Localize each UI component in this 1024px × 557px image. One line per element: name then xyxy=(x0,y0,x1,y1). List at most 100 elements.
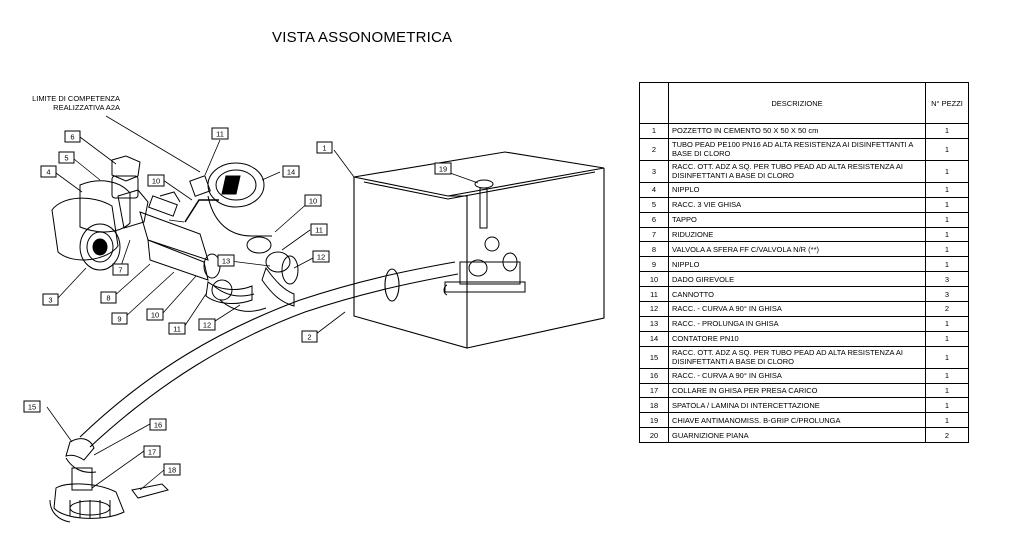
row-number: 3 xyxy=(639,159,669,183)
svg-text:14: 14 xyxy=(287,168,295,177)
row-number: 16 xyxy=(639,367,669,384)
page-title: VISTA ASSONOMETRICA xyxy=(272,29,453,46)
row-description: TAPPO xyxy=(668,211,926,228)
row-number: 7 xyxy=(639,226,669,243)
callout-9: 9 xyxy=(111,312,128,325)
row-quantity: 2 xyxy=(925,427,969,444)
row-number: 14 xyxy=(639,330,669,347)
row-number: 1 xyxy=(639,123,669,139)
col-header-description: DESCRIZIONE xyxy=(668,82,926,124)
row-quantity: 1 xyxy=(925,159,969,183)
leader-lines xyxy=(46,115,479,491)
three-way-fitting xyxy=(51,155,149,271)
row-quantity: 2 xyxy=(925,301,969,317)
callout-13: 13 xyxy=(217,254,235,267)
svg-text:1: 1 xyxy=(322,144,326,153)
row-quantity: 1 xyxy=(925,256,969,273)
row-quantity: 1 xyxy=(925,345,969,369)
callouts: 1 2 3 4 5 6 7 8 9 10 10 10 11 11 11 12 1… xyxy=(23,127,452,476)
row-description: VALVOLA A SFERA FF C/VALVOLA N/R (**) xyxy=(668,241,926,258)
callout-2: 2 xyxy=(301,330,318,343)
row-number: 15 xyxy=(639,345,669,369)
row-description: CHIAVE ANTIMANOMISS. B-GRIP C/PROLUNGA xyxy=(668,412,926,429)
row-number: 19 xyxy=(639,412,669,429)
svg-text:13: 13 xyxy=(222,257,230,266)
callout-10b: 10 xyxy=(146,308,164,321)
svg-text:7: 7 xyxy=(118,266,122,275)
svg-text:15: 15 xyxy=(28,403,36,412)
row-description: RACC. - CURVA A 90° IN GHISA xyxy=(668,367,926,384)
callout-17: 17 xyxy=(143,445,161,458)
row-quantity: 1 xyxy=(925,315,969,332)
callout-12b: 12 xyxy=(312,250,330,263)
row-description: RACC. 3 VIE GHISA xyxy=(668,196,926,213)
row-quantity: 1 xyxy=(925,196,969,213)
row-description: GUARNIZIONE PIANA xyxy=(668,427,926,444)
row-description: SPATOLA / LAMINA DI INTERCETTAZIONE xyxy=(668,397,926,414)
svg-text:16: 16 xyxy=(154,421,162,430)
callout-18: 18 xyxy=(163,463,181,476)
row-quantity: 1 xyxy=(925,397,969,414)
callout-14: 14 xyxy=(282,165,300,178)
row-description: CANNOTTO xyxy=(668,286,926,303)
svg-text:2: 2 xyxy=(307,333,311,342)
callout-8: 8 xyxy=(100,291,117,304)
row-description: RACC. - PROLUNGA IN GHISA xyxy=(668,315,926,332)
row-description: RACC. - CURVA A 90° IN GHISA xyxy=(668,301,926,317)
col-header-number xyxy=(639,82,669,124)
svg-text:8: 8 xyxy=(106,294,110,303)
pead-pipe xyxy=(79,261,459,448)
callout-6: 6 xyxy=(64,130,81,143)
svg-text:5: 5 xyxy=(64,154,68,163)
col-header-quantity: N° PEZZI xyxy=(925,82,969,124)
svg-text:11: 11 xyxy=(216,130,224,139)
bottom-elbow xyxy=(213,285,267,312)
callout-10a: 10 xyxy=(147,174,165,187)
limit-label-line-1: LIMITE DI COMPETENZA xyxy=(32,94,120,103)
row-quantity: 3 xyxy=(925,271,969,288)
svg-text:11: 11 xyxy=(173,325,181,334)
svg-text:10: 10 xyxy=(152,177,160,186)
callout-15: 15 xyxy=(23,400,41,413)
row-number: 11 xyxy=(639,286,669,303)
callout-11b: 11 xyxy=(168,322,186,335)
callout-16: 16 xyxy=(149,418,167,431)
svg-text:10: 10 xyxy=(309,197,317,206)
svg-text:3: 3 xyxy=(48,296,52,305)
svg-text:18: 18 xyxy=(168,466,176,475)
row-number: 12 xyxy=(639,301,669,317)
limit-label: LIMITE DI COMPETENZA REALIZZATIVA A2A xyxy=(20,94,120,112)
svg-text:17: 17 xyxy=(148,448,156,457)
row-quantity: 1 xyxy=(925,412,969,429)
callout-5: 5 xyxy=(58,151,75,164)
svg-text:12: 12 xyxy=(203,321,211,330)
row-quantity: 1 xyxy=(925,367,969,384)
row-description: POZZETTO IN CEMENTO 50 X 50 X 50 cm xyxy=(668,123,926,139)
limit-label-line-2: REALIZZATIVA A2A xyxy=(53,103,120,112)
row-description: RACC. OTT. ADZ A SQ. PER TUBO PEAD AD AL… xyxy=(668,345,926,369)
row-quantity: 1 xyxy=(925,241,969,258)
row-number: 2 xyxy=(639,137,669,161)
svg-text:4: 4 xyxy=(46,168,50,177)
row-quantity: 3 xyxy=(925,286,969,303)
row-number: 20 xyxy=(639,427,669,444)
row-description: NIPPLO xyxy=(668,256,926,273)
valve-assembly xyxy=(139,191,253,304)
row-quantity: 1 xyxy=(925,226,969,243)
callout-3: 3 xyxy=(42,293,59,306)
callout-7: 7 xyxy=(112,263,129,276)
row-description: TUBO PEAD PE100 PN16 AD ALTA RESISTENZA … xyxy=(668,137,926,161)
row-number: 10 xyxy=(639,271,669,288)
